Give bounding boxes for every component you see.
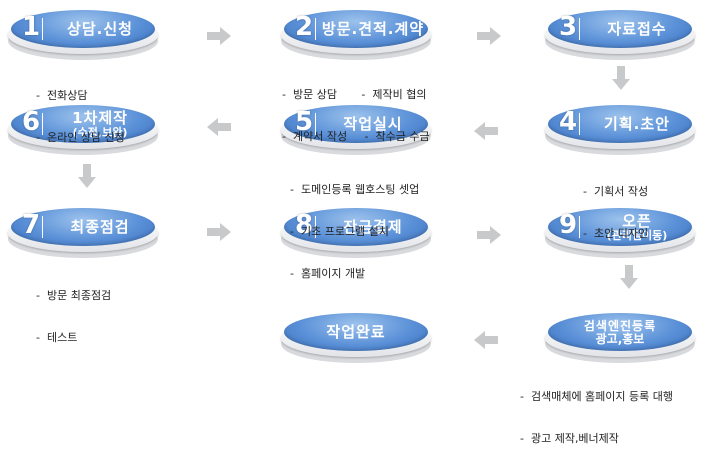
step-number: 1 [22,12,41,42]
step-5: 5 작업실시 [281,105,431,157]
step-subtitle: (관리팀이동) [606,228,668,242]
step-title: 잔금결제 [343,218,403,236]
arrow-down-icon [620,265,638,289]
arrow-left-icon [474,331,498,349]
bullets-step-4: - 기획서 작성 - 초안 디자인 [583,157,648,255]
bullet-line: - 기초 프로그램 설치 [290,225,389,238]
bullet-line: - 검색매체에 홈페이지 등록 대행 [520,390,674,403]
step-title: 검색엔진등록 [583,318,657,333]
bullet-line: - 홈페이지 개발 [290,267,366,280]
step-6: 6 1차제작(수정,보완) [8,105,158,157]
step-title: 최종점검 [70,218,130,236]
step-number: 6 [22,107,41,137]
step-complete: 작업완료 [281,313,431,365]
step-title: 기획.초안 [604,115,670,133]
step-title: 작업실시 [343,115,403,133]
step-2: 2 방문.견적.계약 [281,10,431,62]
step-1: 1 상담.신청 [8,10,158,62]
step-number: 3 [559,12,578,42]
bullets-step-2: - 방문 상담 - 제작비 협의 - 계약서 작성 - 착수금 수금 [282,60,430,158]
step-number: 2 [295,12,314,42]
arrow-left-icon [207,118,231,136]
step-title: 작업완료 [326,323,386,341]
arrow-right-icon [477,226,501,244]
bullet-line: - 기획서 작성 [583,185,649,198]
arrow-down-icon [612,66,630,90]
step-title: 오픈 [622,211,652,230]
bullet-line: - 계약서 작성 - 착수금 수금 [282,130,430,143]
step-number: 5 [295,107,314,137]
bullets-step-1: - 전화상담 - 온라인 상담 신청 [36,61,125,159]
arrow-right-icon [207,27,231,45]
step-title: 1차제작 [72,108,128,127]
step-subtitle: (수정,보완) [72,125,128,139]
step-number: 9 [559,210,578,240]
bullet-line: - 방문 상담 - 제작비 협의 [282,88,427,101]
step-3: 3 자료접수 [545,10,695,62]
step-number: 7 [22,210,41,240]
bullets-search-ads: - 검색매체에 홈페이지 등록 대행 - 광고 제작,베너제작 [520,362,673,460]
arrow-down-icon [78,164,96,188]
bullet-line: - 테스트 [36,331,78,344]
bullet-line: - 방문 최종점검 [36,289,112,302]
step-7: 7 최종점검 [8,208,158,260]
bullet-line: - 온라인 상담 신청 [36,131,125,144]
bullet-line: - 도메인등록 웹호스팅 셋업 [290,183,420,196]
bullets-step-5: - 도메인등록 웹호스팅 셋업 - 기초 프로그램 설치 - 홈페이지 개발 [290,155,419,295]
step-title: 자료접수 [607,20,667,38]
bullets-step-7: - 방문 최종점검 - 테스트 [36,261,111,359]
step-number: 8 [295,210,314,240]
bullet-line: - 광고 제작,베너제작 [520,432,619,445]
step-9: 9 오픈(관리팀이동) [545,208,695,260]
arrow-right-icon [477,27,501,45]
arrow-right-icon [207,223,231,241]
step-4: 4 기획.초안 [545,105,695,157]
bullet-line: - 전화상담 [36,89,88,102]
step-title: 상담.신청 [67,20,133,38]
bullet-line: - 초안 디자인 [583,227,649,240]
step-title: 방문.견적.계약 [321,20,425,38]
step-subtitle: 광고,홍보 [595,331,645,346]
arrow-left-icon [474,122,498,140]
step-number: 4 [559,107,578,137]
step-8: 8 잔금결제 [281,208,431,260]
